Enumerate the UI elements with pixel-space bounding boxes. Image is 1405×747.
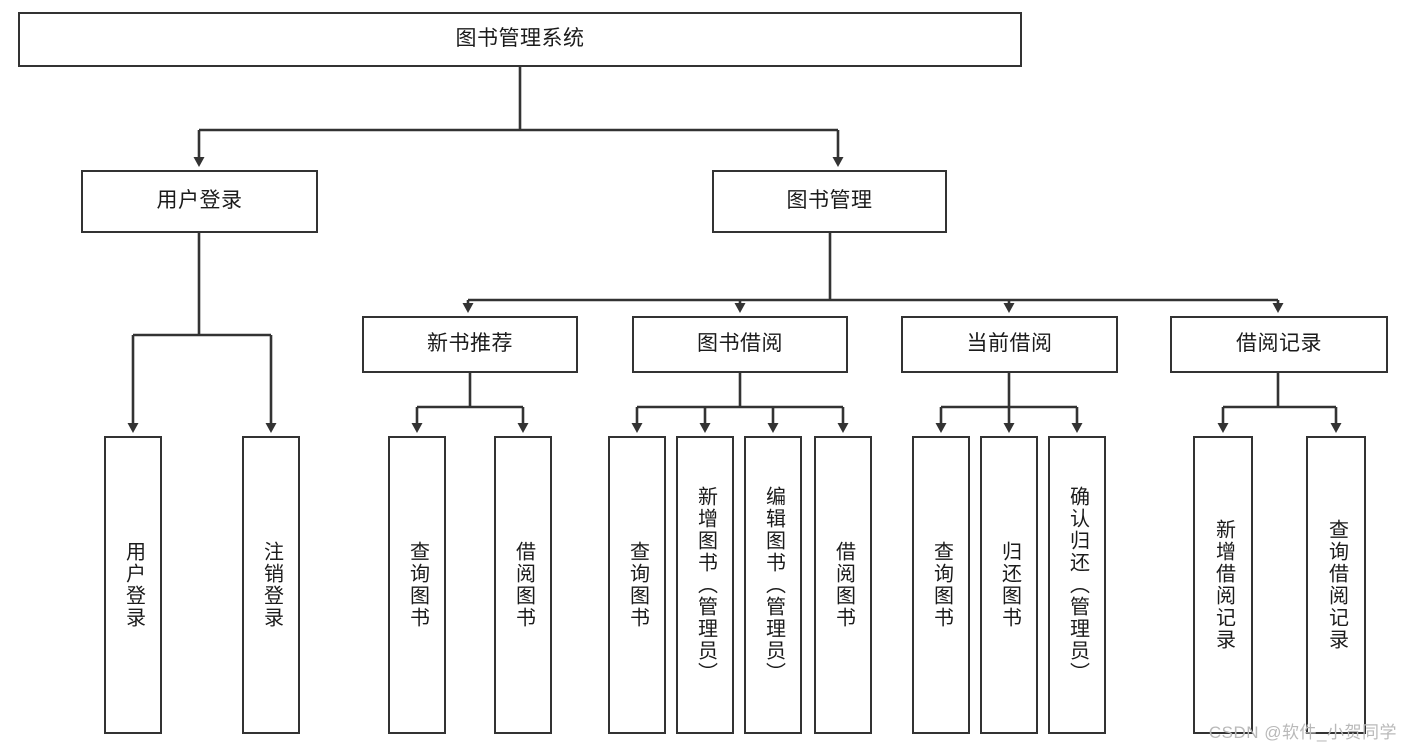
leaf-query-book-recommend-label: 查询图书 xyxy=(406,541,429,629)
leaf-confirm-return-admin[interactable]: 确认归还（管理员） xyxy=(1048,436,1106,734)
leaf-borrow-book-recommend[interactable]: 借阅图书 xyxy=(494,436,552,734)
leaf-add-borrow-record[interactable]: 新增借阅记录 xyxy=(1193,436,1253,734)
leaf-add-book-admin-label: 新增图书（管理员） xyxy=(694,486,717,684)
leaf-return-book-label: 归还图书 xyxy=(998,541,1021,629)
node-root-label: 图书管理系统 xyxy=(455,27,585,51)
node-new-book-recommend-label: 新书推荐 xyxy=(427,332,513,356)
leaf-borrow-book-label: 借阅图书 xyxy=(832,541,855,629)
node-borrow-records[interactable]: 借阅记录 xyxy=(1170,316,1388,373)
leaf-query-book-current[interactable]: 查询图书 xyxy=(912,436,970,734)
leaf-query-borrow-record[interactable]: 查询借阅记录 xyxy=(1306,436,1366,734)
node-user-login-label: 用户登录 xyxy=(156,189,243,213)
leaf-query-book-borrow-label: 查询图书 xyxy=(626,541,649,629)
leaf-confirm-return-admin-label: 确认归还（管理员） xyxy=(1066,486,1089,684)
node-book-borrow-label: 图书借阅 xyxy=(697,332,783,356)
leaf-user-login-label: 用户登录 xyxy=(122,541,145,629)
node-current-borrow[interactable]: 当前借阅 xyxy=(901,316,1118,373)
leaf-add-book-admin[interactable]: 新增图书（管理员） xyxy=(676,436,734,734)
leaf-logout-label: 注销登录 xyxy=(260,541,283,629)
node-new-book-recommend[interactable]: 新书推荐 xyxy=(362,316,578,373)
watermark: CSDN @软件_小贺同学 xyxy=(1208,723,1397,742)
leaf-user-login[interactable]: 用户登录 xyxy=(104,436,162,734)
node-user-login[interactable]: 用户登录 xyxy=(81,170,318,233)
leaf-return-book[interactable]: 归还图书 xyxy=(980,436,1038,734)
leaf-edit-book-admin-label: 编辑图书（管理员） xyxy=(762,486,785,684)
leaf-query-book-recommend[interactable]: 查询图书 xyxy=(388,436,446,734)
leaf-borrow-book[interactable]: 借阅图书 xyxy=(814,436,872,734)
leaf-add-borrow-record-label: 新增借阅记录 xyxy=(1212,519,1235,651)
node-current-borrow-label: 当前借阅 xyxy=(966,332,1053,356)
node-book-management-label: 图书管理 xyxy=(786,189,873,213)
leaf-logout[interactable]: 注销登录 xyxy=(242,436,300,734)
node-book-management[interactable]: 图书管理 xyxy=(712,170,947,233)
leaf-borrow-book-recommend-label: 借阅图书 xyxy=(512,541,535,629)
leaf-query-borrow-record-label: 查询借阅记录 xyxy=(1325,519,1348,651)
node-book-borrow[interactable]: 图书借阅 xyxy=(632,316,848,373)
node-borrow-records-label: 借阅记录 xyxy=(1236,332,1322,356)
leaf-query-book-current-label: 查询图书 xyxy=(930,541,953,629)
leaf-query-book-borrow[interactable]: 查询图书 xyxy=(608,436,666,734)
leaf-edit-book-admin[interactable]: 编辑图书（管理员） xyxy=(744,436,802,734)
node-root[interactable]: 图书管理系统 xyxy=(18,12,1022,67)
